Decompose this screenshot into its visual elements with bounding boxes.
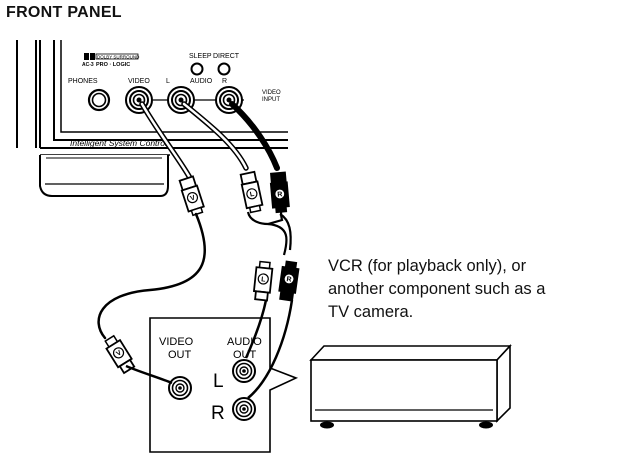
plug-l-letter-bottom: L (261, 276, 267, 283)
plug-left-bottom: L (252, 260, 274, 302)
component-output-panel (149, 317, 299, 453)
plug-right-bottom: R (278, 260, 300, 302)
plug-r-letter-bottom: R (286, 276, 292, 284)
video-out-label-1: VIDEO (159, 336, 194, 348)
audio-label: AUDIO (190, 78, 213, 85)
cable-audio-r-upper (229, 101, 280, 171)
plug-video-bottom: V (104, 334, 136, 375)
audio-l-label: L (166, 78, 170, 85)
cable-video-lower (97, 212, 206, 340)
component-audio-l-jack[interactable] (232, 359, 256, 383)
vcr-box (309, 343, 512, 429)
component-l-label: L (213, 371, 224, 392)
dolby-logo: DOLBY SURROUND PRO · LOGIC AC-3 (82, 53, 140, 68)
phones-jack[interactable] (87, 88, 111, 112)
plug-v-letter-bottom: V (115, 349, 123, 358)
sleep-label: SLEEP (189, 53, 212, 60)
plug-r-letter-top: R (277, 191, 283, 198)
phones-label: PHONES (68, 78, 98, 85)
sleep-button[interactable] (190, 62, 204, 76)
plug-v-letter-top: V (190, 194, 197, 202)
cable-audio-l-upper (181, 101, 249, 171)
diagram-heading: FRONT PANEL (6, 4, 122, 21)
plug-left-top: L (239, 170, 264, 214)
direct-label: DIRECT (213, 53, 240, 60)
caption-line-1: VCR (for playback only), or (328, 257, 527, 275)
video-input-label-1: VIDEO (262, 90, 281, 96)
logo-text-dolby: DOLBY SURROUND (97, 54, 140, 59)
direct-button[interactable] (217, 62, 231, 76)
caption-line-3: TV camera. (328, 303, 414, 321)
component-r-label: R (211, 403, 225, 424)
cable-audio-r-lower (247, 299, 294, 399)
cable-audio-joined (246, 210, 292, 256)
brand-text: Intelligent System Control (70, 138, 168, 148)
logo-text-ac3: AC-3 (82, 62, 94, 68)
audio-out-label-1: AUDIO (227, 336, 262, 348)
caption-line-2: another component such as a (328, 280, 546, 298)
cable-audio-l-lower (244, 299, 268, 359)
cable-video-upper (139, 101, 193, 181)
audio-out-label-2: OUT (233, 349, 257, 361)
video-input-label-2: INPUT (262, 97, 280, 103)
cable-video-into-jack (125, 364, 173, 385)
plug-video-top: V (178, 175, 205, 217)
component-caption: VCR (for playback only), or another comp… (328, 255, 640, 324)
component-audio-r-jack[interactable] (232, 397, 256, 421)
video-out-label-2: OUT (168, 349, 192, 361)
plug-right-top: R (269, 171, 290, 214)
audio-r-label: R (222, 78, 227, 85)
logo-text-prologic: PRO · LOGIC (96, 62, 130, 68)
receiver-foot (39, 155, 169, 197)
plug-l-letter-top: L (249, 191, 255, 199)
component-video-out-jack[interactable] (168, 376, 192, 400)
video-label: VIDEO (128, 78, 150, 85)
